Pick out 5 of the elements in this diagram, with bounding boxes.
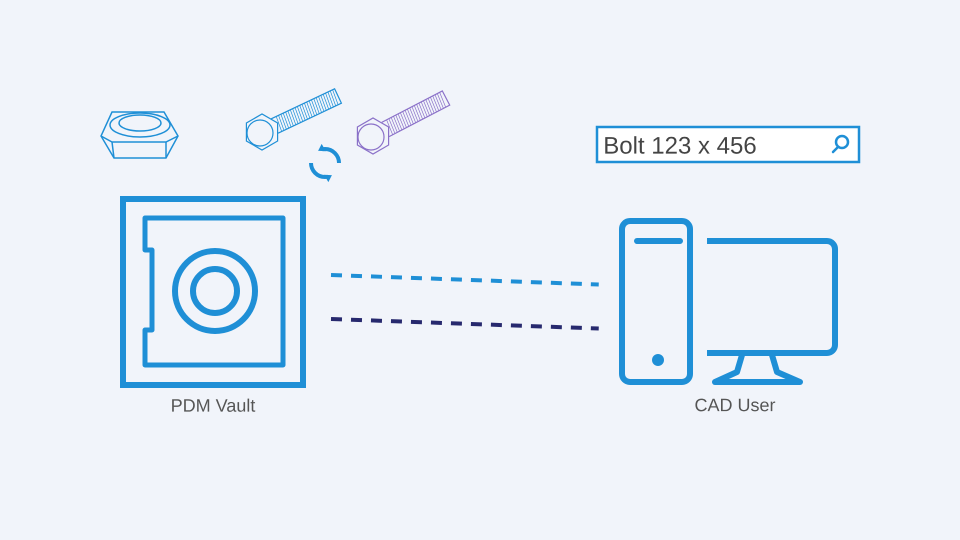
dashed-line [330,317,599,330]
search-field: Bolt 123 x 456 [596,126,860,164]
node-label: PDM Vault [172,398,256,412]
node-label: CAD User [695,398,776,412]
dashed-line [330,273,599,286]
